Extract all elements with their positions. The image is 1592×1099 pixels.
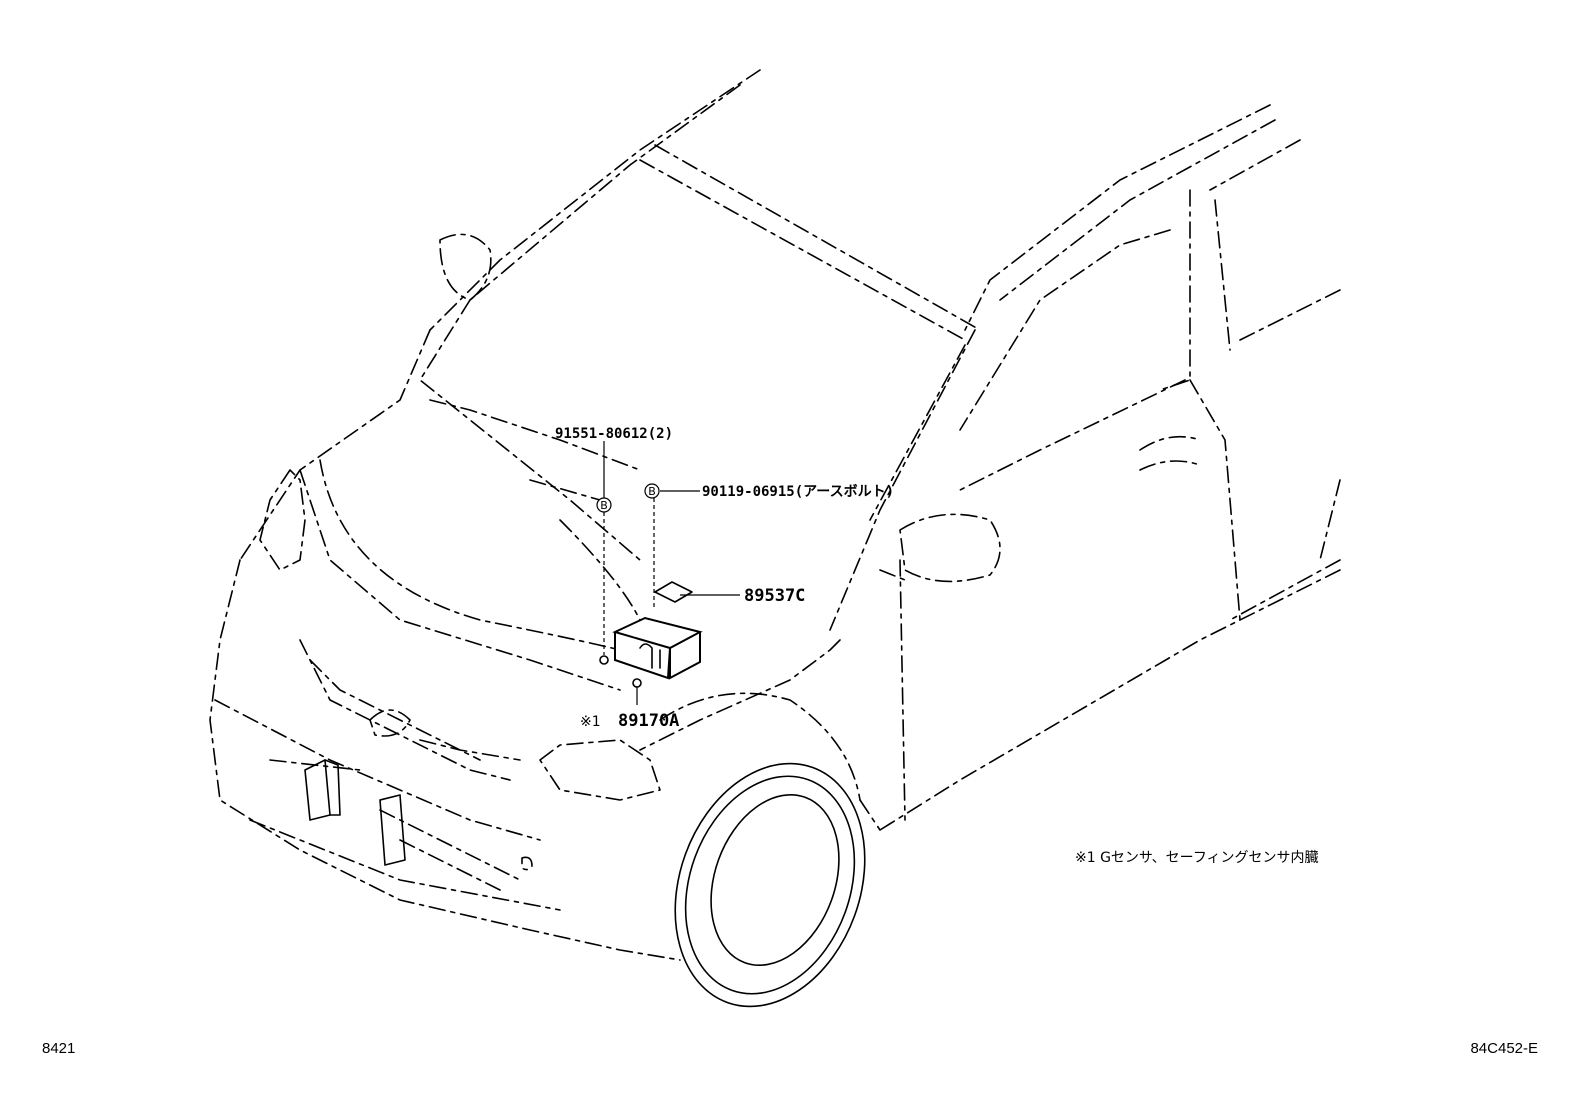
bolt-marker-1: B [596,497,612,513]
airbag-sensor-unit [599,616,703,688]
part-number-89170a: 89170A [618,711,679,731]
label-plate [654,581,693,603]
footnote: ※1 Gセンサ、セーフィングセンサ内臓 [1075,850,1319,866]
bolt-marker-2: B [644,483,660,499]
part-number-91551: 91551-80612(2) [555,426,673,442]
page-code-right: 84C452-E [1470,1040,1538,1057]
front-wheel [674,762,866,1008]
car-outline [209,69,1341,961]
part-number-90119: 90119-06915(アースボルト) [702,484,894,500]
part-unit-prefix: ※1 [580,714,601,730]
leader-lines [603,441,740,705]
svg-text:B: B [600,499,608,512]
svg-text:B: B [648,485,656,498]
part-number-89537c: 89537C [744,586,805,606]
tow-bracket [304,759,406,866]
page-code-left: 8421 [42,1040,75,1057]
